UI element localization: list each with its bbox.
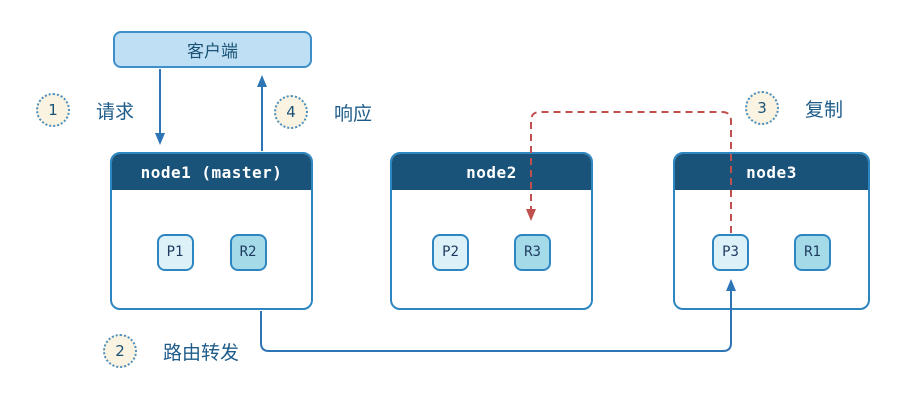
client-box: 客户端 <box>113 31 312 68</box>
shard-r2: R2 <box>229 233 267 271</box>
node1-box: node1 (master) P1 R2 <box>110 152 313 310</box>
node3-body: P3 R1 <box>675 190 868 308</box>
step-number-1: 1 <box>36 93 70 127</box>
step-badge-response: 4 响应 <box>274 95 372 129</box>
shard-r1: R1 <box>794 233 831 271</box>
node2-body: P2 R3 <box>392 190 591 308</box>
step-badge-request: 1 请求 <box>36 93 134 127</box>
step-label-request: 请求 <box>96 100 135 123</box>
node2-title: node2 <box>392 154 591 190</box>
step-number-2: 2 <box>103 334 137 368</box>
step-label-route-forward: 路由转发 <box>163 341 240 364</box>
node3-box: node3 P3 R1 <box>673 152 870 310</box>
step-label-response: 响应 <box>334 102 373 125</box>
client-label: 客户端 <box>187 42 238 62</box>
step-badge-route-forward: 2 路由转发 <box>103 334 239 368</box>
step-number-4: 4 <box>274 95 308 129</box>
step-label-replicate: 复制 <box>805 98 844 121</box>
shard-r3: R3 <box>514 233 551 271</box>
step-badge-replicate: 3 复制 <box>745 91 843 125</box>
step-number-3: 3 <box>745 91 779 125</box>
node1-body: P1 R2 <box>112 190 311 308</box>
shard-p3: P3 <box>712 233 749 271</box>
node2-box: node2 P2 R3 <box>390 152 593 310</box>
shard-p1: P1 <box>156 233 194 271</box>
shard-p2: P2 <box>432 233 469 271</box>
node1-title: node1 (master) <box>112 154 311 190</box>
node3-title: node3 <box>675 154 868 190</box>
